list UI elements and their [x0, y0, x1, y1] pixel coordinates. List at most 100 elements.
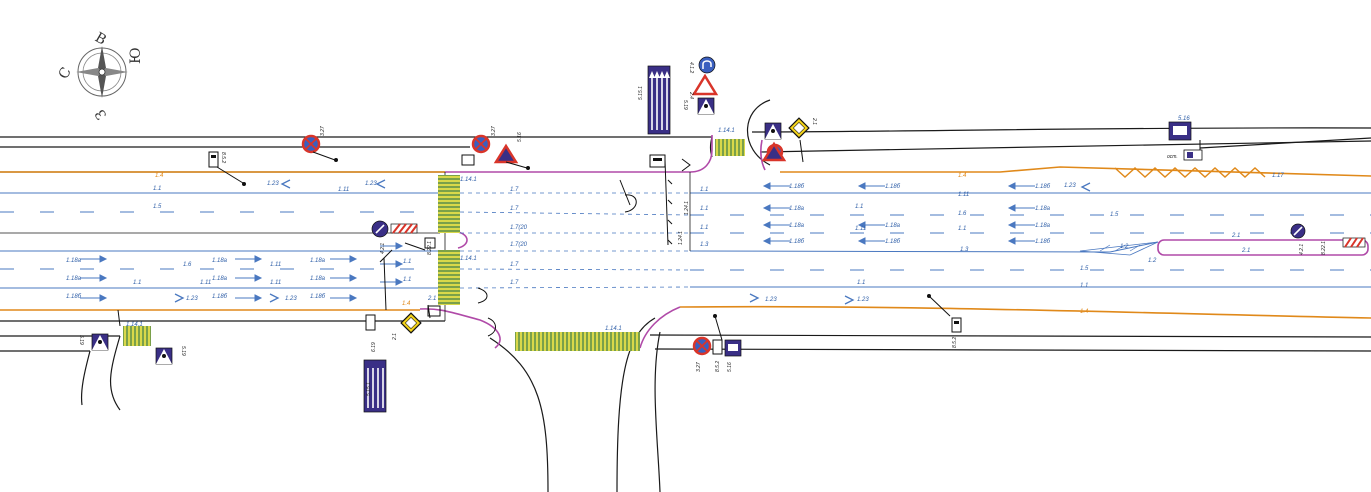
svg-text:1.14.1: 1.14.1 [460, 256, 477, 262]
svg-text:ост.: ост. [1167, 154, 1178, 160]
svg-text:1.11: 1.11 [270, 262, 281, 268]
svg-text:1.1: 1.1 [700, 225, 708, 231]
arrow-right [80, 294, 108, 302]
chevron-right-icon [749, 293, 760, 303]
svg-text:1.14.1: 1.14.1 [460, 177, 477, 183]
info-board-icon: 8.5.2 [951, 317, 962, 348]
warning-triangle-icon [761, 141, 787, 162]
no-stopping-sign-icon: 3.27 [471, 126, 497, 154]
svg-text:1.5: 1.5 [1110, 212, 1119, 218]
svg-text:1.5: 1.5 [1080, 266, 1089, 272]
svg-text:2.1: 2.1 [392, 333, 398, 341]
svg-text:1.4: 1.4 [958, 173, 967, 179]
svg-text:1.23: 1.23 [267, 181, 279, 187]
svg-text:1.11: 1.11 [855, 226, 866, 232]
arrow-left [857, 237, 885, 245]
svg-text:1.18а: 1.18а [789, 223, 805, 229]
arrow-right [235, 255, 263, 263]
svg-text:1.18а: 1.18а [66, 276, 82, 282]
svg-text:1.23: 1.23 [186, 296, 198, 302]
svg-text:1.1: 1.1 [1080, 283, 1088, 289]
barrier-sign-icon: 8.22.1 [1321, 237, 1366, 255]
svg-text:1.7: 1.7 [510, 262, 519, 268]
svg-text:1.6: 1.6 [183, 262, 192, 268]
lane-lines [0, 192, 1371, 289]
arrow-right [235, 274, 263, 282]
arrow-left [1007, 204, 1035, 212]
arrow-right [80, 255, 108, 263]
arrow-right [235, 294, 263, 302]
info-board-icon: 6.19 [365, 314, 377, 352]
svg-text:1.1: 1.1 [403, 259, 411, 265]
pedestrian-crossing-sign-icon: 5.19 [78, 333, 109, 351]
warning-triangle-icon: 2.4 [688, 73, 719, 99]
barrier-sign-icon: 8.22.1 [390, 223, 433, 255]
svg-text:1.11: 1.11 [200, 280, 211, 286]
info-board-icon [649, 154, 666, 168]
arrow-right [80, 274, 108, 282]
svg-text:1.6: 1.6 [958, 211, 967, 217]
arrow-right [330, 294, 358, 302]
arrow-right [330, 274, 358, 282]
svg-text:1.14.1: 1.14.1 [605, 326, 622, 332]
svg-text:5.16: 5.16 [517, 132, 523, 142]
svg-text:6.19: 6.19 [371, 342, 377, 352]
svg-text:1.3: 1.3 [700, 242, 709, 248]
svg-text:1.3: 1.3 [960, 247, 969, 253]
svg-text:1.1: 1.1 [403, 277, 411, 283]
arrow-right [380, 278, 404, 286]
svg-text:1.1: 1.1 [958, 226, 966, 232]
svg-text:5.15.1: 5.15.1 [638, 86, 644, 100]
svg-text:8.5.2: 8.5.2 [220, 152, 226, 163]
arrow-left [1007, 237, 1035, 245]
svg-text:1.4: 1.4 [1080, 309, 1089, 315]
crosswalk-sw [123, 326, 151, 346]
svg-text:1.1: 1.1 [855, 204, 863, 210]
arrow-left [762, 204, 790, 212]
keep-right-sign-icon: 4.2.1 [371, 220, 389, 254]
svg-text:1.18б: 1.18б [789, 239, 805, 245]
svg-text:1.14.1: 1.14.1 [126, 322, 143, 328]
svg-text:1.11: 1.11 [958, 192, 969, 198]
pedestrian-crossing-sign-icon: 5.19 [155, 346, 186, 365]
svg-text:1.18б: 1.18б [1035, 239, 1051, 245]
arrow-left [762, 182, 790, 190]
svg-text:5.16: 5.16 [1178, 116, 1190, 122]
arrow-left [762, 237, 790, 245]
svg-text:1.14.1: 1.14.1 [718, 128, 735, 134]
svg-text:1.18б: 1.18б [1035, 184, 1051, 190]
arrow-right [330, 255, 358, 263]
svg-text:1.11: 1.11 [270, 280, 281, 286]
lane-arrows [80, 182, 1035, 302]
svg-text:1.18а: 1.18а [789, 206, 805, 212]
lane-direction-sign-icon: 5.15.1 [363, 359, 387, 413]
svg-text:1.18а: 1.18а [1035, 206, 1051, 212]
no-stopping-sign-icon: 3.27 [301, 126, 326, 154]
svg-text:4.2.1: 4.2.1 [380, 243, 386, 254]
svg-text:1.1: 1.1 [700, 187, 708, 193]
dashed-lane-lines [0, 211, 1371, 271]
svg-text:1.17: 1.17 [1272, 173, 1284, 179]
compass-south-label: Ю [128, 47, 144, 64]
svg-text:1.1: 1.1 [700, 206, 708, 212]
crosswalk-west-north [438, 175, 460, 233]
svg-text:2.1: 2.1 [427, 296, 436, 302]
svg-text:5.19: 5.19 [180, 346, 186, 356]
lane-direction-sign-icon: 5.15.1 [638, 65, 671, 135]
svg-text:1.23: 1.23 [857, 297, 869, 303]
svg-text:3.27: 3.27 [696, 362, 702, 372]
info-board-icon: 8.5.2 [712, 339, 723, 372]
svg-text:1.23: 1.23 [285, 296, 297, 302]
svg-text:1.18а: 1.18а [885, 223, 901, 229]
chevron-right-icon [174, 293, 185, 303]
arrow-left [1007, 221, 1035, 229]
svg-text:1.18б: 1.18б [885, 184, 901, 190]
svg-text:4.1.2: 4.1.2 [688, 62, 694, 73]
svg-text:1.7(20: 1.7(20 [510, 242, 528, 248]
compass-east-label: В [92, 30, 109, 49]
svg-text:1.18а: 1.18а [66, 258, 82, 264]
chevron-left-icon [375, 179, 386, 189]
bus-stop-sign-icon: 5.16 [724, 339, 742, 372]
svg-text:1.23: 1.23 [1064, 183, 1076, 189]
